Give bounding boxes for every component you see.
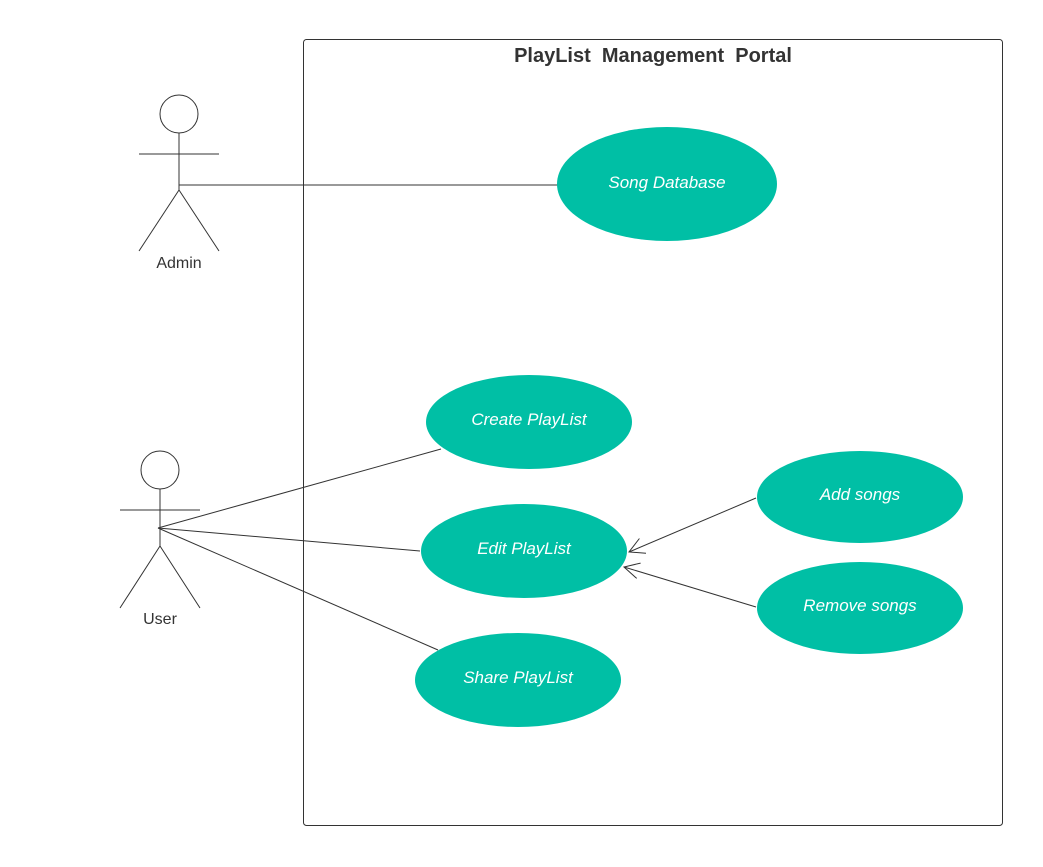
actor-label: Admin: [156, 255, 201, 272]
association-user-share-playlist: [157, 527, 439, 651]
usecase-label: Add songs: [819, 485, 901, 504]
usecase-remove-songs[interactable]: Remove songs: [757, 562, 963, 654]
system-title: PlayList Management Portal: [514, 45, 792, 67]
usecase-label: Song Database: [608, 173, 725, 192]
actor-label: User: [143, 611, 177, 628]
stick-figure-icon: [138, 94, 220, 252]
actor-head: [159, 94, 199, 134]
usecase-add-songs[interactable]: Add songs: [757, 451, 963, 543]
usecase-ellipse: [757, 562, 963, 654]
usecase-label: Create PlayList: [471, 410, 588, 429]
relation-line: [623, 566, 757, 608]
stick-figure-icon: [119, 450, 201, 609]
usecase-label: Share PlayList: [463, 668, 574, 687]
usecase-ellipse: [421, 504, 627, 598]
relation-add-songs-to-edit-playlist: [628, 497, 757, 554]
actor-admin[interactable]: Admin: [138, 94, 220, 272]
actor-right-leg: [159, 545, 201, 609]
actor-left-leg: [138, 189, 180, 252]
association-user-create-playlist: [157, 448, 442, 529]
actor-user[interactable]: User: [119, 450, 201, 628]
usecase-ellipse: [426, 375, 632, 469]
actor-left-leg: [119, 545, 161, 609]
arrowhead-icon: [622, 562, 641, 579]
usecase-ellipse: [757, 451, 963, 543]
association-user-edit-playlist: [157, 527, 421, 552]
usecase-edit-playlist[interactable]: Edit PlayList: [421, 504, 627, 598]
usecase-label: Remove songs: [803, 596, 917, 615]
actor-right-leg: [178, 189, 220, 252]
relation-line: [628, 497, 757, 553]
usecase-label: Edit PlayList: [477, 539, 572, 558]
usecase-share-playlist[interactable]: Share PlayList: [415, 633, 621, 727]
usecase-create-playlist[interactable]: Create PlayList: [426, 375, 632, 469]
arrowhead-icon: [628, 538, 647, 554]
usecase-ellipse: [415, 633, 621, 727]
actor-head: [140, 450, 180, 490]
relation-remove-songs-to-edit-playlist: [622, 562, 757, 608]
usecase-ellipse: [557, 127, 777, 241]
usecase-song-database[interactable]: Song Database: [557, 127, 777, 241]
